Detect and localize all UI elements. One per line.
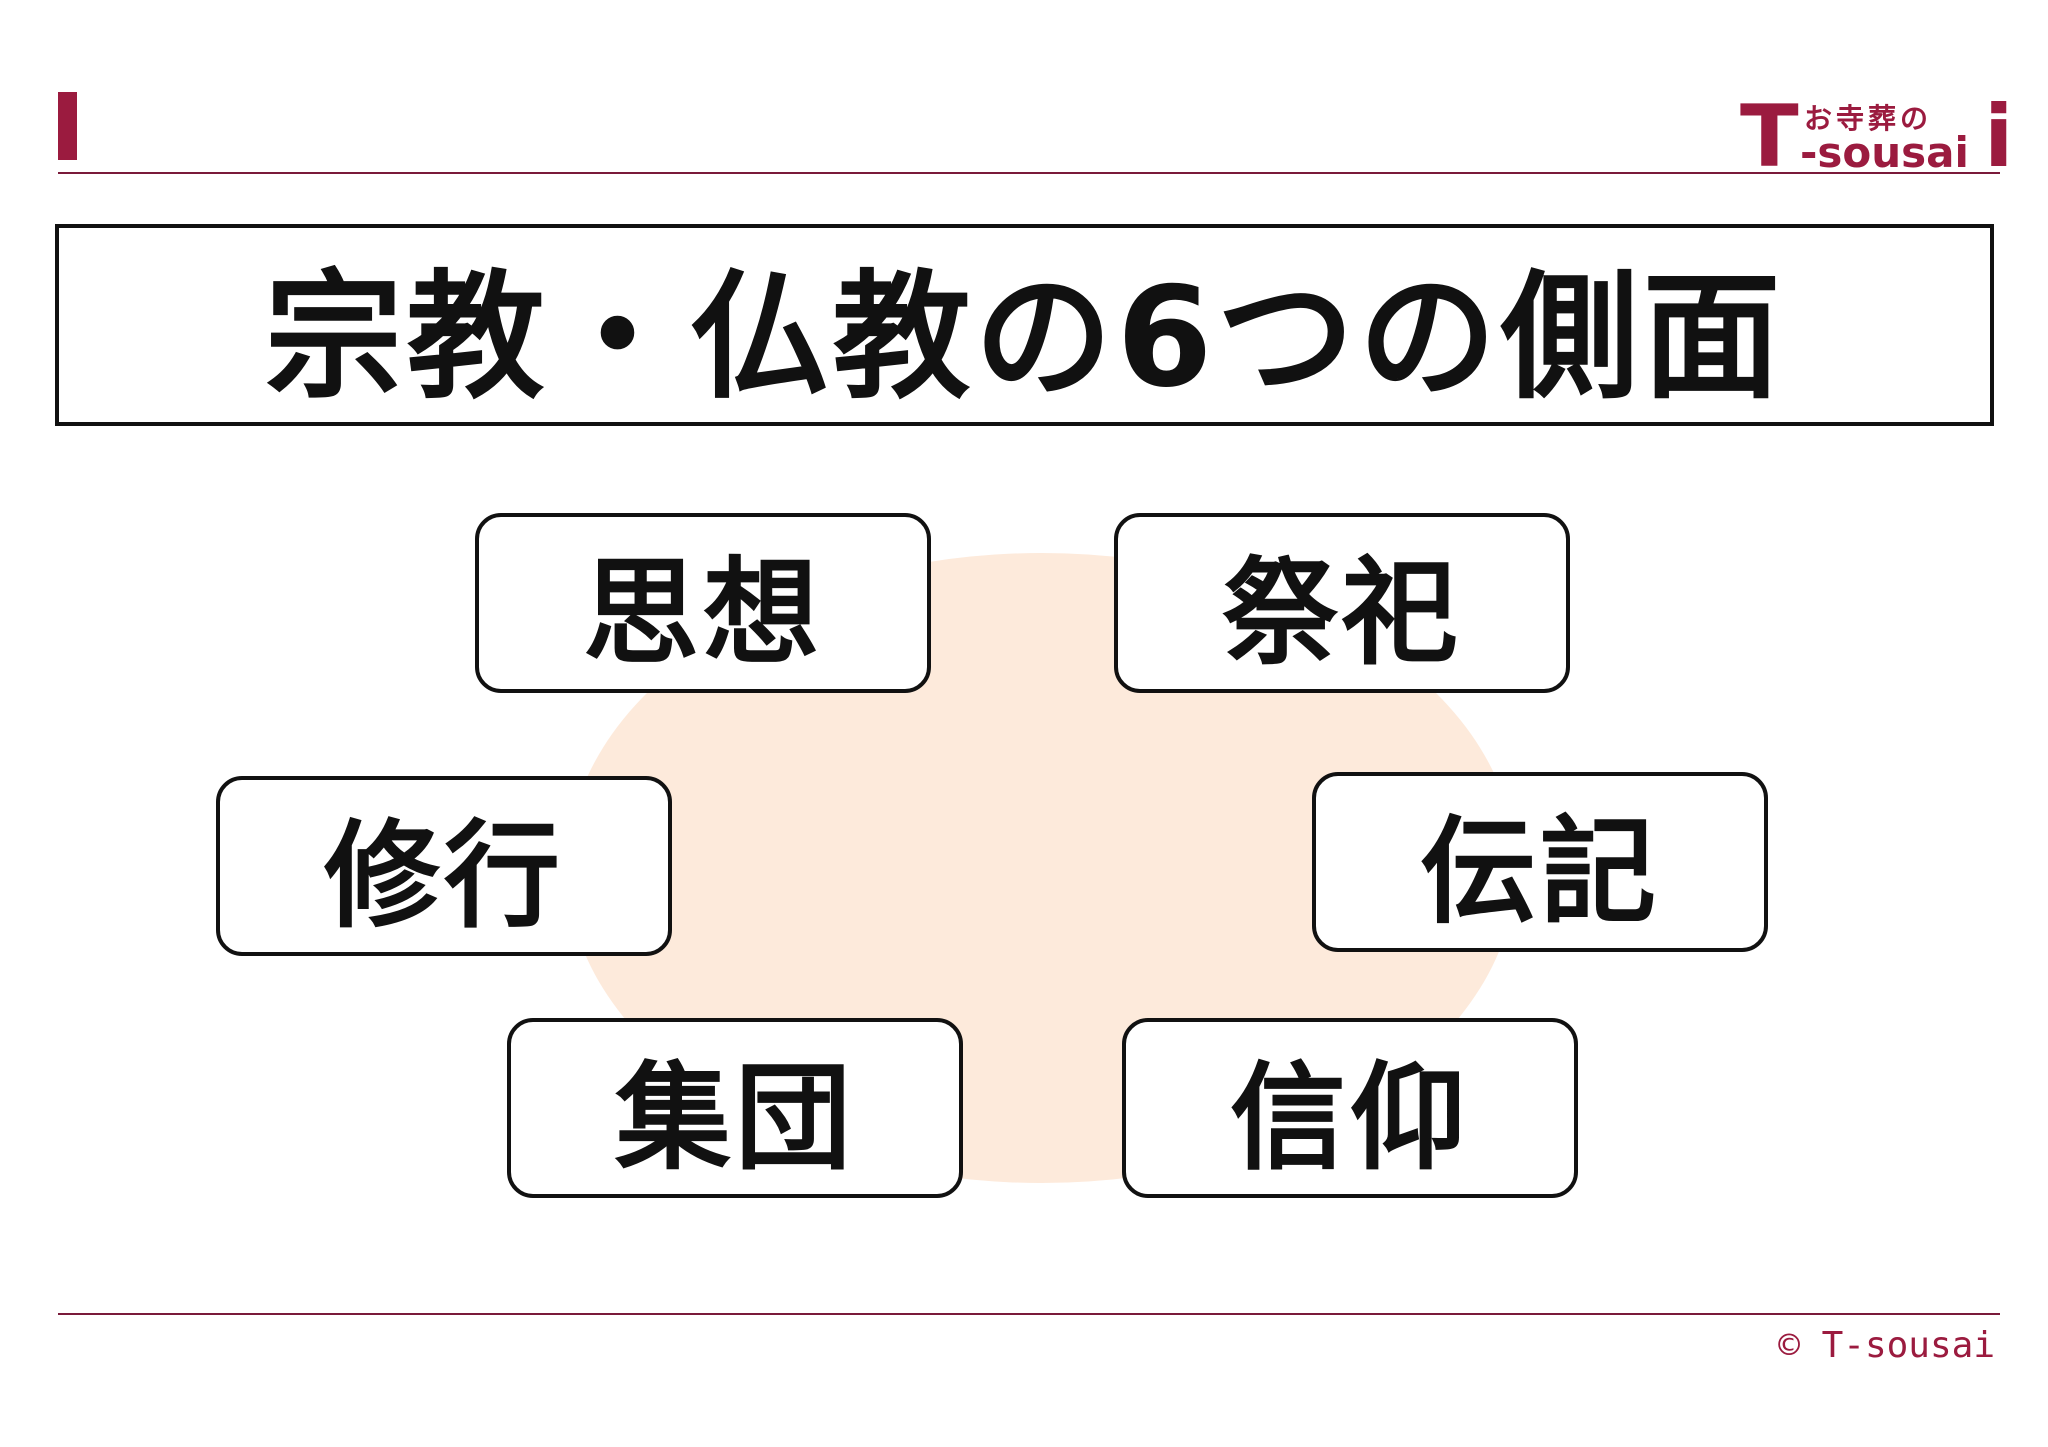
aspect-label: 修行: [324, 809, 564, 944]
title-box: 宗教・仏教の6つの側面: [55, 224, 1994, 426]
aspect-box-shisou: 思想: [475, 513, 931, 693]
footer-divider: [58, 1313, 2000, 1315]
corner-accent-bar: [58, 92, 77, 160]
logo-japanese-text: お寺葬の: [1804, 102, 1933, 135]
aspect-box-saishi: 祭祀: [1114, 513, 1570, 693]
aspect-label: 信仰: [1230, 1051, 1470, 1186]
aspect-box-shinkou: 信仰: [1122, 1018, 1578, 1198]
aspect-box-denki: 伝記: [1312, 772, 1768, 952]
logo-sousai-text: -sousai: [1800, 128, 1969, 177]
aspect-box-shugyou: 修行: [216, 776, 672, 956]
aspect-label: 集団: [615, 1051, 855, 1186]
aspect-label: 祭祀: [1222, 546, 1462, 681]
aspect-label: 思想: [583, 546, 823, 681]
aspect-label: 伝記: [1420, 805, 1660, 940]
page-title: 宗教・仏教の6つの側面: [264, 257, 1785, 418]
header-divider: [58, 172, 2000, 174]
t-sousai-logo: T お寺葬の -sousai i: [1740, 87, 2013, 187]
logo-letter-t: T: [1740, 87, 1799, 187]
aspect-box-shuudan: 集団: [507, 1018, 963, 1198]
copyright-notice: © T-sousai: [1778, 1325, 1995, 1366]
logo-letter-i: i: [1984, 87, 2014, 187]
